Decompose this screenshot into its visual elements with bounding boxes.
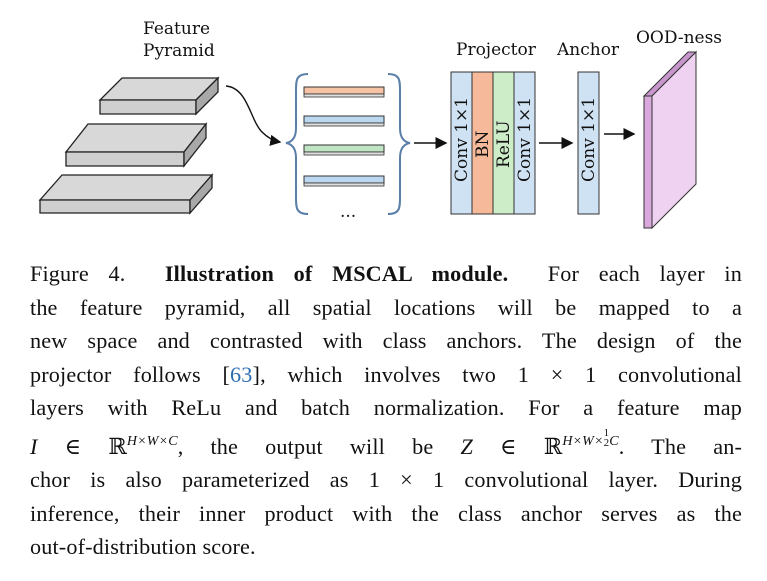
caption-line-3: new space and contrasted with class anch… xyxy=(30,328,742,353)
anchor-label: Anchor xyxy=(556,40,620,60)
bn-label: BN xyxy=(473,131,493,158)
ood-label: OOD-ness xyxy=(636,28,722,48)
mscal-diagram: Feature Pyramid ... Pr xyxy=(38,19,722,230)
caption-line-5: layers with ReLu and batch normalization… xyxy=(30,395,742,420)
conv2-label: Conv 1×1 xyxy=(515,97,535,182)
anchor-conv-label: Conv 1×1 xyxy=(579,97,599,182)
caption-line-6: I ∈ ℝH×W×C, the output will be Z ∈ ℝH×W×… xyxy=(30,426,742,459)
conv1-label: Conv 1×1 xyxy=(452,97,472,182)
right-brace xyxy=(387,73,411,215)
projector-label: Projector xyxy=(456,40,537,60)
caption-line-9: out-of-distribution score. xyxy=(30,534,256,559)
caption-line-1: Figure 4. Illustration of MSCAL module. … xyxy=(30,257,742,291)
caption-title: Illustration of MSCAL module. xyxy=(164,261,509,286)
pyramid-level-1 xyxy=(98,76,220,116)
pyramid-to-features-arrow xyxy=(225,85,282,146)
caption-line-8: inference, their inner product with the … xyxy=(30,500,742,526)
feature-pyramid-label-line1: Feature xyxy=(143,19,210,39)
caption-line-2: the feature pyramid, all spatial locatio… xyxy=(30,294,742,320)
figure-number: Figure 4. xyxy=(30,261,126,286)
feature-bar-2 xyxy=(303,115,385,127)
feature-bar-4 xyxy=(303,175,385,187)
citation-link[interactable]: 63 xyxy=(230,361,253,387)
ood-map xyxy=(642,50,698,230)
caption-line-1-rest: For each layer in xyxy=(547,261,742,286)
pyramid-level-2 xyxy=(64,122,208,168)
feature-pyramid-label-line2: Pyramid xyxy=(143,41,215,61)
caption-line-4: projector follows [63], which involves t… xyxy=(30,361,742,387)
relu-label: ReLU xyxy=(494,120,514,168)
feature-bar-1 xyxy=(303,86,385,98)
figure-caption: Figure 4. Illustration of MSCAL module. … xyxy=(30,257,742,564)
feature-bar-3 xyxy=(303,144,385,156)
anchor-conv-block xyxy=(577,71,600,215)
pyramid-level-3 xyxy=(38,173,214,215)
conv2-block xyxy=(513,71,536,215)
left-brace xyxy=(285,73,309,215)
feature-ellipsis: ... xyxy=(340,202,356,222)
caption-line-7: chor is also parameterized as 1 × 1 conv… xyxy=(30,467,742,492)
